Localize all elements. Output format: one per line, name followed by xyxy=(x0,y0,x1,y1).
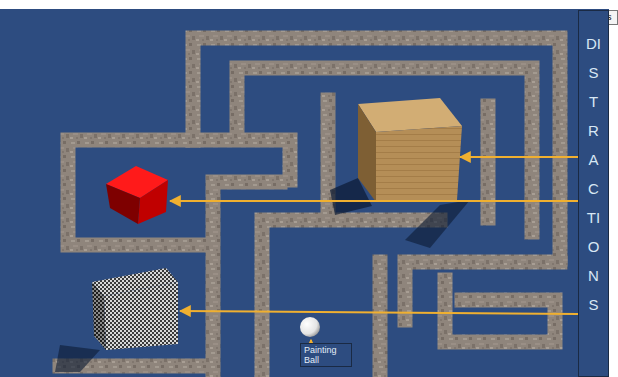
vertical-heading: DISTRACTIONS xyxy=(586,29,601,319)
distractions-column: DISTRACTIONS xyxy=(578,10,609,377)
ui-label: Painting Ball xyxy=(304,345,348,365)
painting-ball-label: Painting Ball xyxy=(300,343,352,367)
